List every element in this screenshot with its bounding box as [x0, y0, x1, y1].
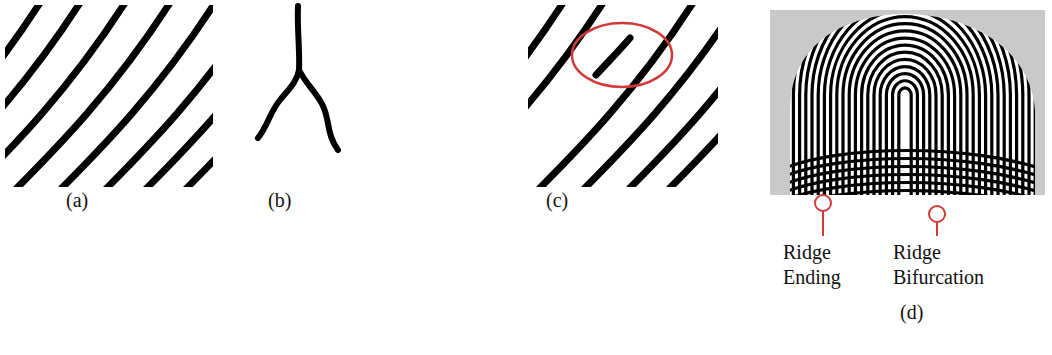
ridge-line: [95, 5, 213, 187]
ridge-line: [596, 38, 630, 75]
ridge-line: [618, 5, 718, 187]
ridge-line: [5, 5, 130, 187]
ridge-line: [658, 5, 718, 187]
leader-line: [936, 222, 938, 236]
fingerprint-ridges: [756, 0, 1052, 210]
panel-label: (c): [546, 188, 606, 213]
marker-circle: [815, 195, 831, 211]
ridge-line: [837, 17, 973, 200]
panel-label: (b): [268, 188, 328, 213]
feature-label: Ridge Ending: [783, 240, 883, 290]
ridge-line: [793, 0, 1016, 200]
leader-line: [822, 211, 824, 236]
panel-label: (a): [66, 188, 126, 213]
ridge-line: [299, 70, 338, 150]
highlight-ellipse: [572, 23, 672, 87]
ridge-line: [780, 183, 1045, 203]
ridge-line: [874, 59, 936, 200]
ridge-line: [780, 191, 1045, 211]
ridge-line: [258, 6, 299, 138]
ridge-line: [831, 9, 980, 200]
ridge-line: [781, 0, 1029, 200]
ridge-line: [775, 0, 1035, 200]
marker-circle: [929, 206, 945, 222]
ridge-line: [762, 0, 1047, 200]
parallel-ridges: [528, 5, 718, 187]
ridge-line: [175, 5, 213, 187]
ridge-line: [756, 0, 1052, 200]
ridge-line: [135, 5, 213, 187]
parallel-ridges: [5, 5, 213, 187]
bifurcation-ridge: [258, 6, 338, 150]
panel-label: (d): [900, 300, 960, 325]
ridge-line: [880, 67, 930, 200]
feature-label: Ridge Bifurcation: [893, 240, 993, 290]
ridge-line: [787, 0, 1023, 200]
ridge-line: [868, 52, 942, 200]
